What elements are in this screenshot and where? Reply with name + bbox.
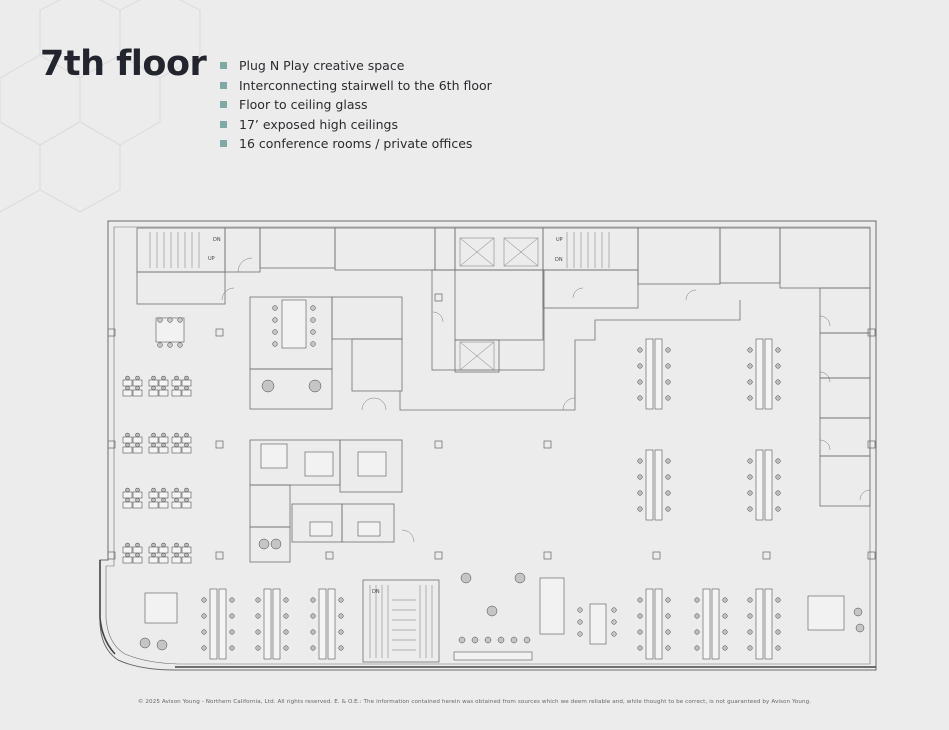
bullet-square-icon [220,81,227,89]
building-core [136,227,871,663]
feature-text: Plug N Play creative space [239,58,405,73]
feature-text: Floor to ceiling glass [239,97,368,113]
hexagon-background-pattern [0,0,201,213]
feature-item: 16 conference rooms / private offices [220,134,492,154]
feature-item: Floor to ceiling glass [220,95,492,115]
stairs-elevators [149,232,610,658]
feature-item: Interconnecting stairwell to the 6th flo… [220,76,492,96]
stair-label-dn: DN [555,257,563,263]
building-shell [99,220,877,671]
bullet-square-icon [220,62,227,69]
feature-text: 17’ exposed high ceilings [239,116,398,132]
page-title: 7th floor [40,44,207,84]
bullet-square-icon [220,120,227,128]
bullet-square-icon [220,140,227,148]
floor-plan: DN UP UP DN DN [99,220,877,671]
workstation-chairs [201,347,781,651]
door-swings [221,257,871,543]
feature-item: Plug N Play creative space [220,56,492,76]
stair-label-up: UP [556,237,563,243]
stair-label-dn: DN [372,589,380,595]
feature-text: 16 conference rooms / private offices [239,136,473,152]
lounge-chairs [139,305,865,651]
structural-columns [107,293,876,560]
conference-furniture [144,299,845,661]
stair-labels: DN UP UP DN DN [208,237,563,595]
bullet-square-icon [220,101,227,109]
stair-label-dn: DN [213,237,221,243]
copyright-footer: © 2025 Avison Young - Northern Californi… [137,699,812,705]
workstations-left [122,375,192,564]
stair-label-up: UP [208,256,215,262]
feature-text: Interconnecting stairwell to the 6th flo… [239,77,492,93]
feature-item: 17’ exposed high ceilings [220,115,492,135]
workstations-vertical [209,338,773,660]
feature-list: Plug N Play creative space Interconnecti… [220,56,492,154]
